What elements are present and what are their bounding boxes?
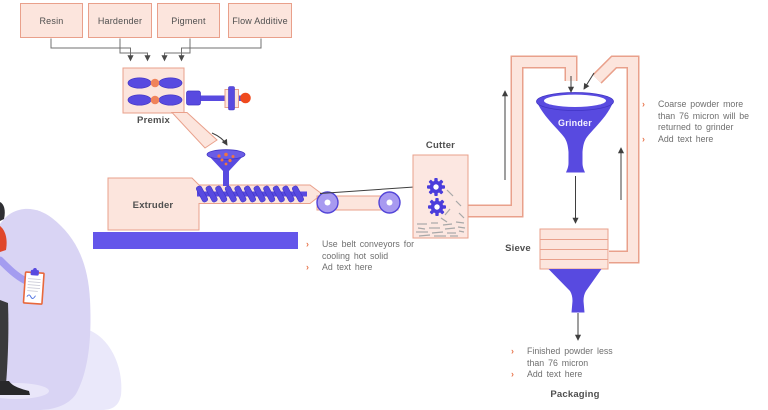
note-line: cooling hot solid: [322, 250, 389, 261]
note-line: returned to grinder: [658, 122, 734, 133]
gear-icon: [427, 178, 445, 196]
note-bullet: ›: [511, 346, 514, 356]
transfer-pipes: [468, 55, 640, 264]
note-packaging[interactable]: › Finished powder less than 76 micron › …: [511, 346, 636, 381]
flow-arrows: [501, 72, 625, 341]
extruder-label: Extruder: [132, 200, 174, 211]
node-label: Resin: [39, 15, 64, 26]
person-shoe: [0, 381, 30, 395]
node-pigment[interactable]: Pigment: [157, 3, 220, 38]
clipboard-icon: [22, 267, 45, 305]
gear-icon: [428, 198, 446, 216]
note-bullet: ›: [642, 99, 645, 109]
person-arm: [0, 256, 30, 285]
note-grinder[interactable]: › Coarse powder more than 76 micron will…: [642, 99, 764, 145]
note-line: than 76 micron: [527, 357, 589, 368]
inspector-illustration: [0, 202, 122, 410]
grinder-label: Grinder: [558, 118, 592, 128]
note-conveyor[interactable]: › Use belt conveyors for cooling hot sol…: [306, 239, 436, 274]
note-bullet: ›: [642, 133, 645, 144]
grinder-machine[interactable]: [536, 92, 614, 173]
node-flow-additive[interactable]: Flow Additive: [228, 3, 292, 38]
cut-pellets: [416, 189, 466, 237]
funnel-icon: [537, 102, 613, 173]
extruder-base: [93, 232, 298, 249]
hopper-material: [217, 152, 235, 166]
chute-flow-arrow: [211, 132, 228, 146]
strand-line: [319, 185, 430, 194]
premix-chute: [170, 112, 218, 149]
sieve-screens: [540, 239, 608, 260]
funnel-icon: [548, 269, 602, 313]
premix-piston: [186, 86, 251, 111]
conveyor-belt[interactable]: [316, 185, 430, 214]
input-connectors: [50, 38, 262, 62]
connector-hardender: [119, 38, 151, 62]
cutter-machine[interactable]: [412, 154, 469, 239]
background-blob: [0, 208, 91, 410]
connector-resin: [50, 38, 134, 62]
node-hardender[interactable]: Hardender: [88, 3, 152, 38]
sieve-machine[interactable]: [539, 228, 609, 313]
connector-pigment: [161, 38, 191, 62]
premix-label: Premix: [137, 115, 170, 126]
note-line: Add text here: [527, 369, 583, 380]
note-line: Use belt conveyors for: [322, 239, 415, 249]
extruder-hopper: [206, 149, 246, 186]
packaging-label: Packaging: [550, 389, 600, 400]
extruder-machine[interactable]: [93, 149, 323, 249]
node-resin[interactable]: Resin: [20, 3, 83, 38]
sieve-label: Sieve: [505, 243, 531, 254]
connector-flow-additive: [178, 38, 262, 62]
person-head: [0, 202, 5, 221]
note-bullet: ›: [511, 369, 514, 380]
arrow-return-to-grinder: [583, 72, 595, 90]
premix-machine[interactable]: [122, 67, 251, 149]
node-label: Flow Additive: [232, 15, 288, 26]
note-line: than 76 micron will be: [658, 110, 750, 121]
person-shirt: [0, 226, 7, 252]
note-bullet: ›: [306, 239, 309, 249]
note-line: Add text here: [658, 133, 714, 144]
note-line: Coarse powder more: [658, 99, 744, 109]
cutter-label: Cutter: [425, 140, 456, 151]
node-label: Pigment: [171, 15, 206, 26]
note-bullet: ›: [306, 262, 309, 273]
node-label: Hardender: [97, 15, 143, 26]
extruder-screw: [195, 184, 307, 204]
note-line: Ad text here: [322, 262, 373, 273]
note-line: Finished powder less: [527, 346, 613, 356]
person-body: [0, 300, 9, 384]
